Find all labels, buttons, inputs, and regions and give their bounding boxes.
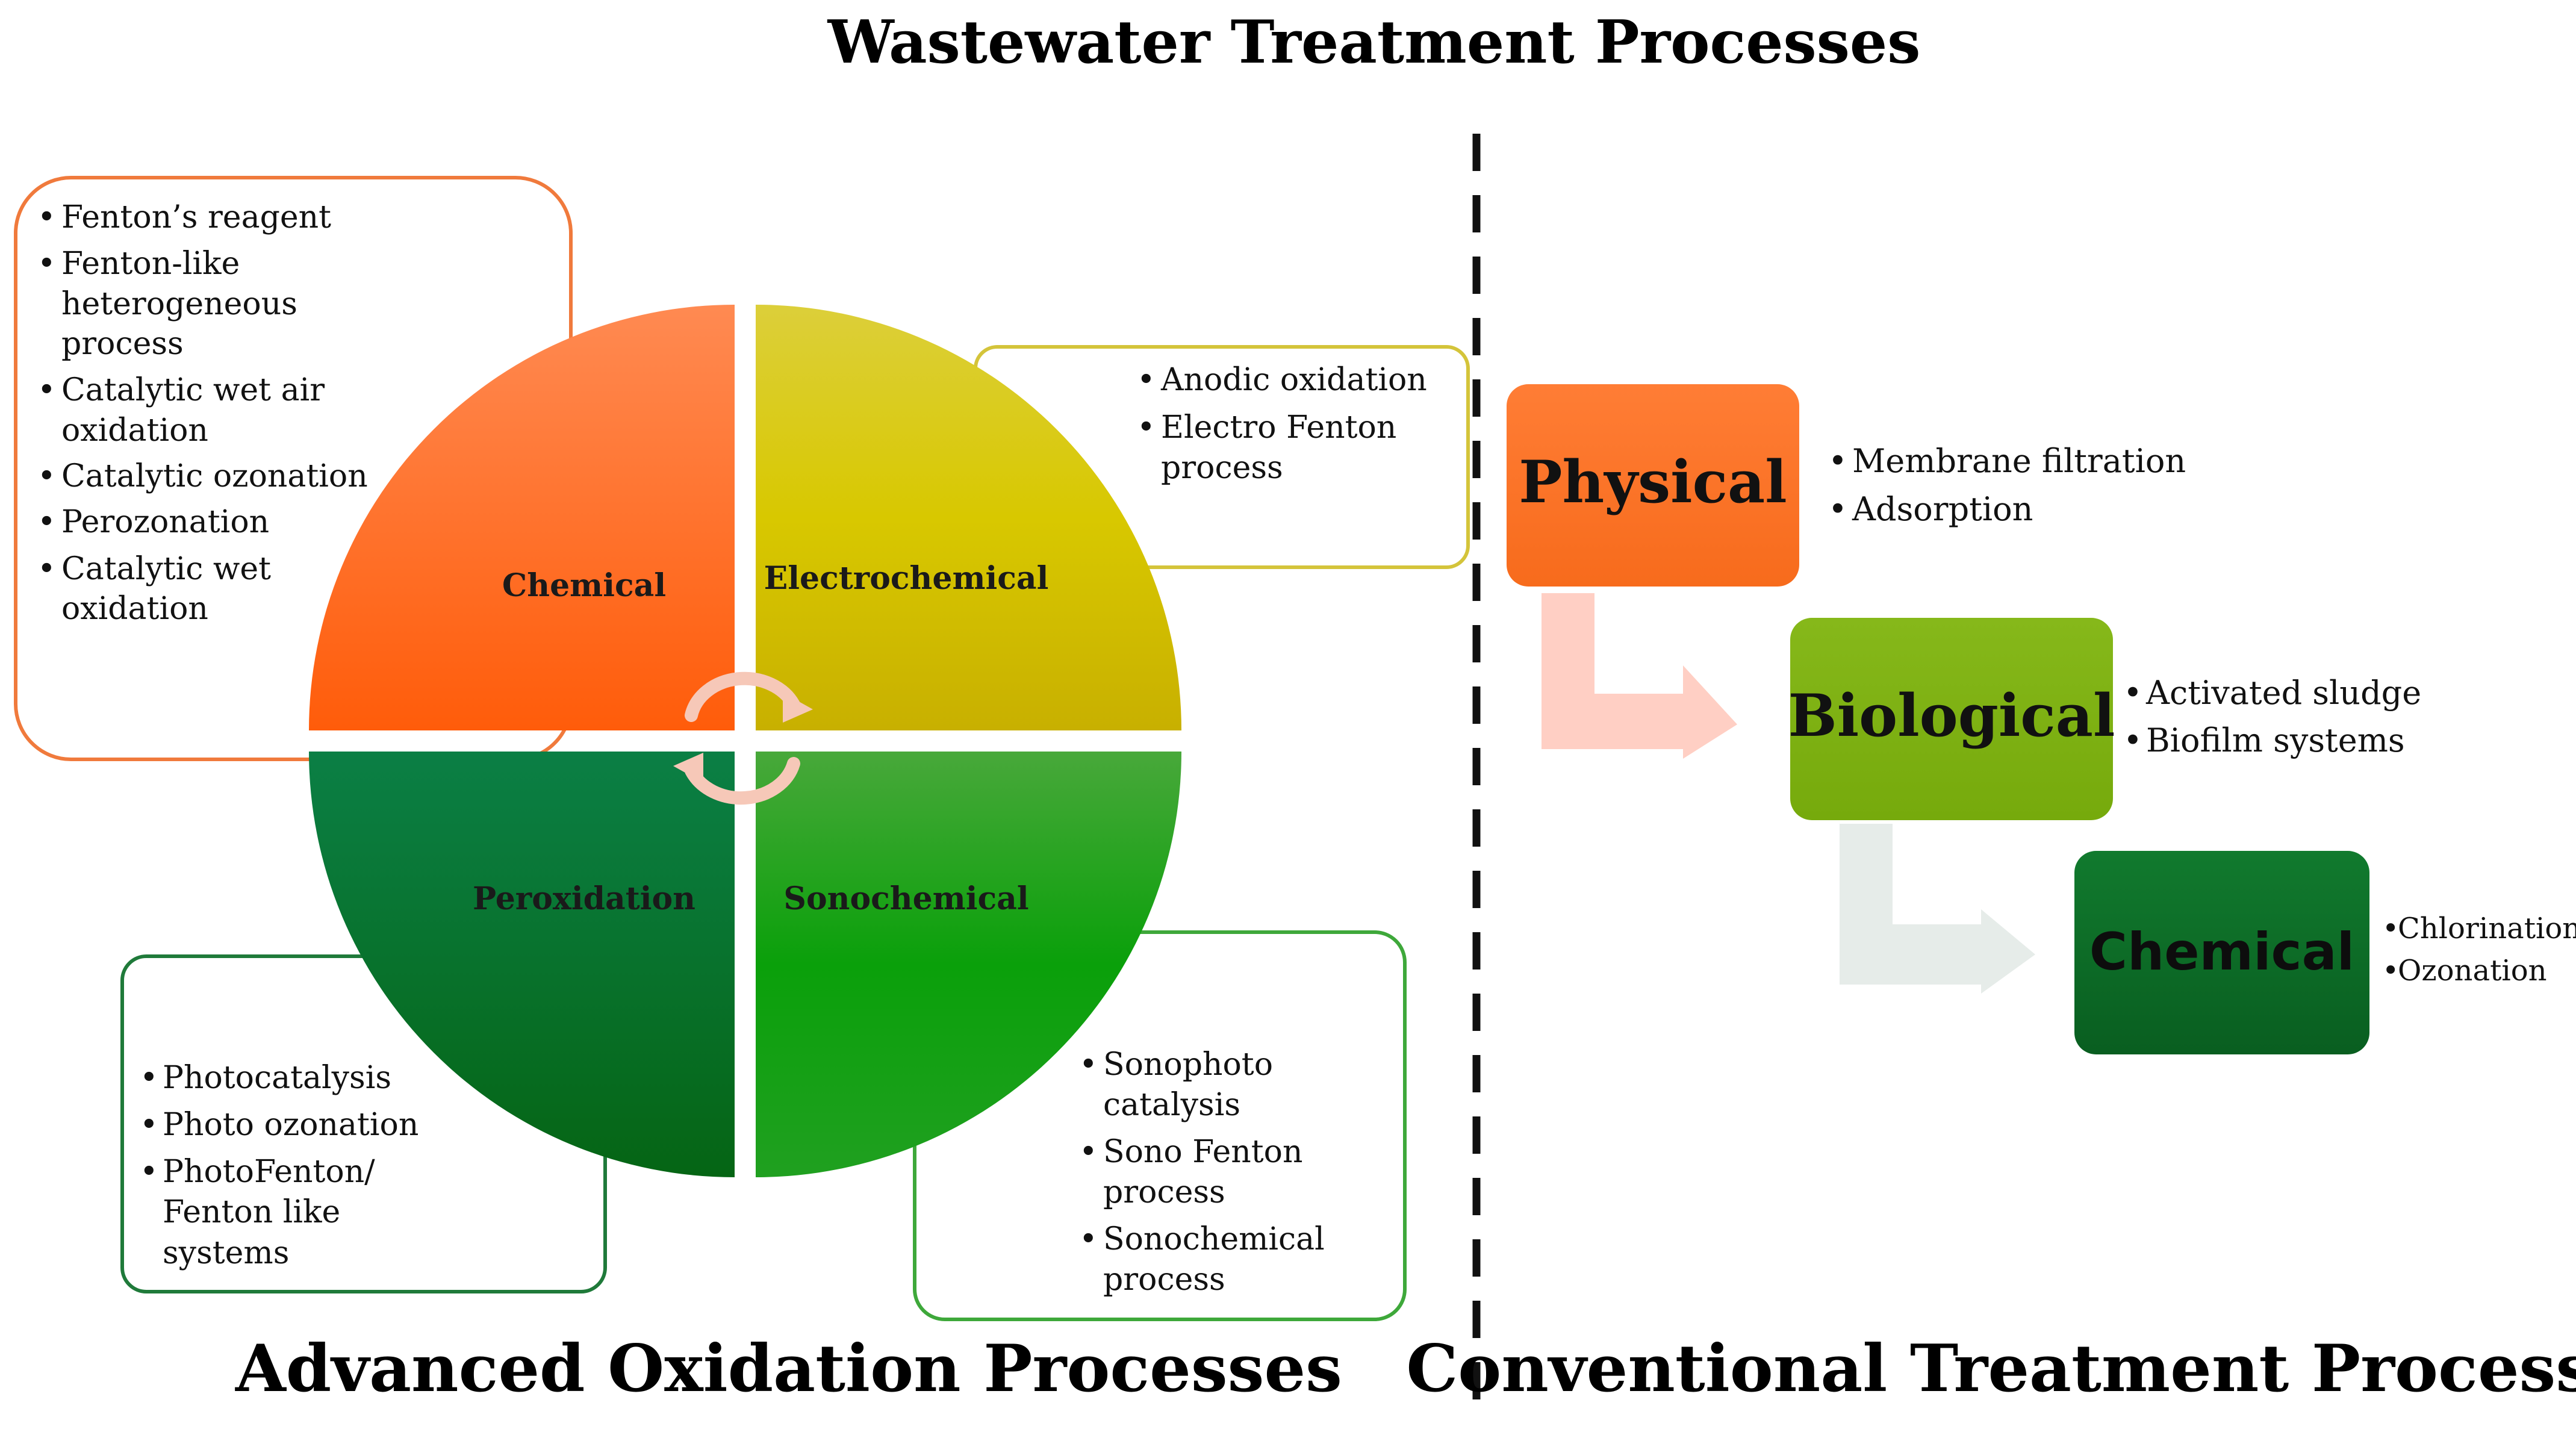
physical-methods-list: • Membrane filtration • Adsorption [1828,442,2186,528]
bullet: • [37,199,56,235]
list-item: Catalytic wet [61,551,271,587]
biological-step-box [1790,618,2113,820]
list-item: oxidation [61,591,208,627]
list-item: Catalytic wet air [61,372,325,408]
bullet: • [1137,362,1156,398]
bullet: • [37,551,56,587]
bullet: • [140,1060,158,1096]
biological-step-label: Biological [1788,682,2115,750]
list-item: oxidation [61,412,208,449]
list-item: Anodic oxidation [1160,362,1427,398]
chemical-methods-conventional-list: • Chlorination • Ozonation [2382,912,2576,988]
physical-step-label: Physical [1519,448,1787,516]
bullet: • [37,246,56,282]
diagram-title: Wastewater Treatment Processes [827,8,1921,77]
bullet: • [2382,954,2399,988]
cycle-arrowhead-right-icon [783,693,813,723]
chemical-step-label: Chemical [2089,922,2354,982]
list-item: Sono Fenton [1103,1134,1302,1170]
biological-methods-list: • Activated sludge • Biofilm systems [2123,674,2421,759]
list-item: Photocatalysis [163,1060,391,1096]
list-item: Electro Fenton [1161,409,1396,446]
list-item: PhotoFenton/ [163,1154,375,1190]
bullet: • [1828,490,1847,528]
bullet: • [2123,674,2142,712]
bullet: • [140,1154,158,1190]
sonochemical-methods-list: • Sonophoto catalysis • Sono Fenton proc… [1079,1047,1325,1298]
chemical-step-box [2074,851,2369,1054]
bullet: • [2382,912,2399,945]
bullet: • [1079,1221,1098,1257]
electrochemical-quadrant [756,305,1181,730]
list-item: Catalytic ozonation [61,458,368,494]
list-item: Chlorination [2398,912,2576,945]
sonochemical-quadrant [756,752,1181,1177]
peroxidation-quadrant-label: Peroxidation [473,880,695,917]
list-item: process [1103,1174,1225,1210]
bullet: • [1137,409,1156,446]
list-item: Ozonation [2398,954,2547,988]
electrochemical-methods-list: • Anodic oxidation • Electro Fenton proc… [1137,362,1427,486]
chemical-quadrant [309,305,735,730]
list-item: process [61,326,184,362]
list-item: Sonochemical [1103,1221,1325,1257]
bullet: • [1079,1047,1098,1083]
chemical-quadrant-label: Chemical [502,567,666,604]
physical-step-box [1507,384,1799,587]
cycle-arrowhead-left-icon [673,753,703,783]
list-item: Photo ozonation [163,1107,418,1143]
bullet: • [2123,721,2142,759]
chemical-methods-list: • Fenton’s reagent • Fenton-like heterog… [37,199,368,627]
list-item: Adsorption [1852,490,2033,528]
bullet: • [1828,442,1847,480]
list-item: process [1103,1262,1225,1298]
aop-section-label: Advanced Oxidation Processes [235,1331,1342,1407]
bullet: • [37,458,56,494]
cycle-arrows-icon [685,671,800,805]
list-item: Activated sludge [2145,674,2421,712]
list-item: catalysis [1103,1087,1240,1123]
bullet: • [1079,1134,1098,1170]
peroxidation-methods-list: • Photocatalysis • Photo ozonation • Pho… [140,1060,418,1271]
conventional-section-label: Conventional Treatment Processes [1406,1331,2576,1407]
biological-to-chemical-arrow-icon [1840,824,2035,994]
list-item: Fenton’s reagent [61,199,331,235]
sonochemical-quadrant-label: Sonochemical [783,880,1028,917]
bullet: • [140,1107,158,1143]
list-item: Sonophoto [1103,1047,1273,1083]
list-item: Perozonation [61,504,269,540]
bullet: • [37,372,56,408]
physical-to-biological-arrow-icon [1542,593,1737,759]
list-item: Membrane filtration [1852,442,2186,480]
bullet: • [37,504,56,540]
list-item: heterogeneous [61,286,297,322]
list-item: systems [163,1235,289,1271]
list-item: Fenton-like [61,246,240,282]
list-item: Biofilm systems [2146,721,2405,759]
list-item: Fenton like [163,1194,340,1230]
peroxidation-quadrant [309,752,735,1177]
list-item: process [1161,450,1283,486]
electrochemical-quadrant-label: Electrochemical [764,560,1049,597]
